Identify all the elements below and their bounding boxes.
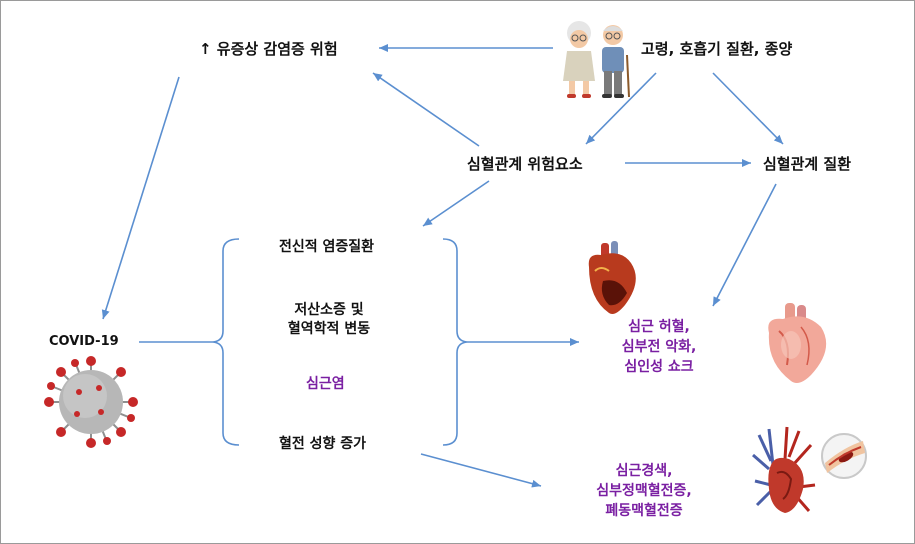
infarct-line-1: 심근경색, (615, 463, 673, 479)
thrombosis-tendency-label: 혈전 성향 증가 (279, 436, 367, 452)
left-bracket (212, 238, 240, 446)
heart-icon (588, 241, 636, 314)
myocarditis-label: 심근염 (306, 376, 345, 392)
infarct-line-3: 폐동맥혈전증 (605, 503, 683, 519)
myocardial-ischemia-label: 심근 허혈, 심부전 악화, 심인성 쇼크 (599, 317, 719, 377)
hypoxia-hemodynamic-label: 저산소증 및 혈역학적 변동 (279, 301, 379, 339)
ischemia-line-1: 심근 허혈, (628, 319, 690, 335)
arrow-risk-to-covid (101, 76, 180, 320)
blood-clot-icon (821, 433, 867, 479)
coronavirus-icon (44, 356, 138, 448)
elderly-couple-icon (563, 21, 630, 98)
symptomatic-infection-risk-label: ↑ 유증상 감염증 위험 (199, 40, 338, 58)
elderly-conditions-label: 고령, 호흡기 질환, 종양 (641, 40, 793, 58)
arrow-cvdisease-to-ischemia (712, 183, 777, 307)
ischemia-line-3: 심인성 쇼크 (624, 359, 694, 375)
arrow-thrombo-to-infarct (420, 453, 542, 488)
heart-vessels-icon (752, 426, 816, 513)
right-bracket (442, 238, 468, 446)
myocardial-infarction-label: 심근경색, 심부정맥혈전증, 폐동맥혈전증 (564, 461, 724, 521)
systemic-inflammation-label: 전신적 염증질환 (279, 239, 375, 255)
covid19-label: COVID-19 (49, 334, 119, 349)
hypoxia-line-1: 저산소증 및 (294, 302, 364, 318)
arrow-cvrisk-to-systemic (422, 180, 490, 227)
cardiovascular-risk-factors-label: 심혈관계 위험요소 (467, 155, 583, 173)
infarct-line-2: 심부정맥혈전증, (596, 483, 692, 499)
cardiovascular-disease-label: 심혈관계 질환 (763, 155, 852, 173)
arrow-elderly-to-cvdisease (712, 72, 784, 145)
arrow-elderly-to-cvrisk (585, 72, 657, 145)
ischemia-line-2: 심부전 악화, (621, 339, 697, 355)
arrow-cvrisk-to-risk (372, 72, 480, 147)
heart-icon (768, 303, 827, 383)
hypoxia-line-2: 혈역학적 변동 (287, 321, 371, 337)
